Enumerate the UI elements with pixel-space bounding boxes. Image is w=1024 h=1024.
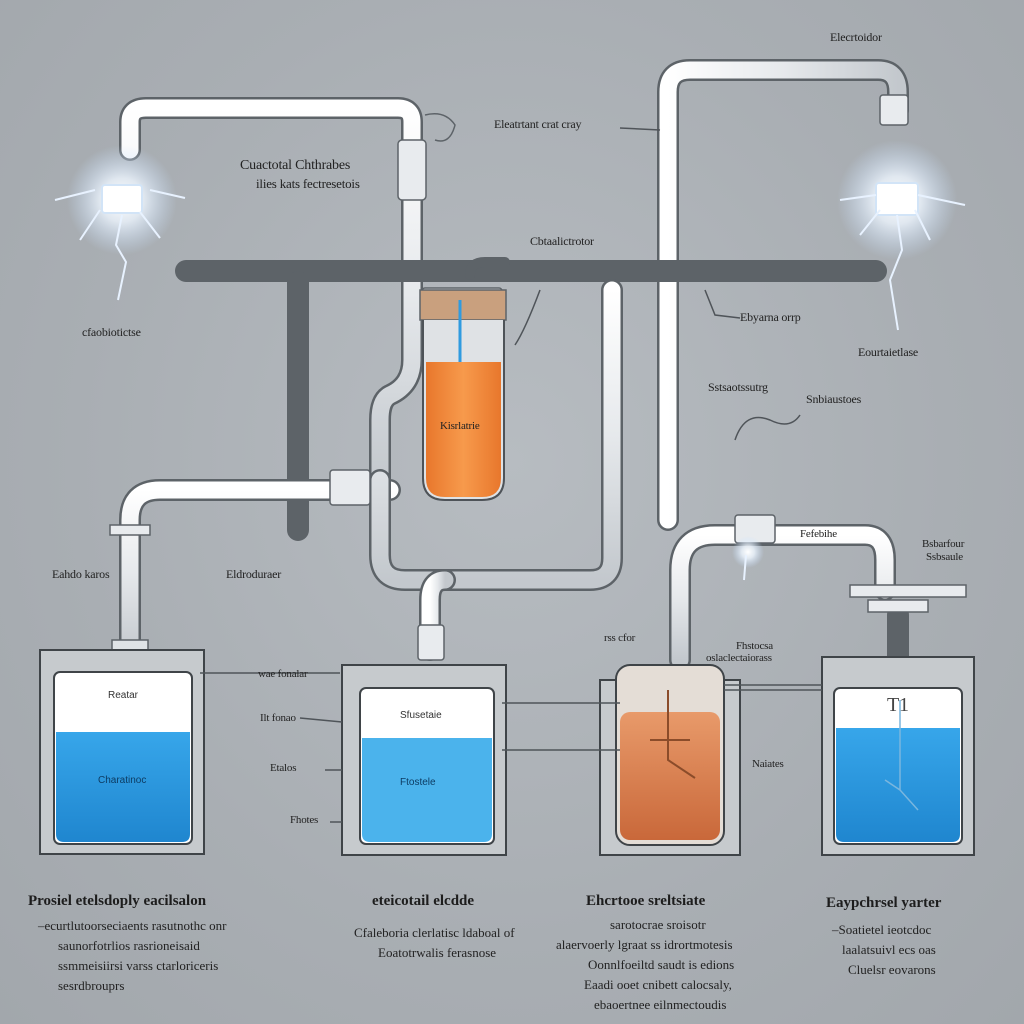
spark-right (837, 140, 966, 331)
caption-3-title: Ehcrtooe sreltsiate (586, 893, 706, 909)
label-top-center-1: Cuactotal Chthrabes (240, 158, 351, 173)
label-right-mid-1: Ebyarna orrp (740, 310, 801, 324)
caption-4-title: Eaypchrsel yarter (826, 895, 942, 911)
tank-1 (39, 649, 205, 855)
caption-3-line-3: Oonnlfoeiltd saudt is edions (588, 957, 735, 972)
spark-small (732, 536, 764, 581)
label-left-spark: cfaobiotictse (82, 325, 141, 339)
label-t3-top-2: Fhstocsa (736, 640, 773, 652)
tank-1-lower-label: Charatinoc (98, 775, 147, 786)
label-orange-tank: Kisrlatrie (440, 420, 480, 432)
caption-1-title: Prosiel etelsdoply eacilsalon (28, 893, 207, 909)
label-mid-2: Snbiaustoes (806, 392, 862, 406)
label-center-top: Cbtaalictrotor (530, 234, 594, 248)
caption-1-line-1: –ecurtlutoorseciaents rasutnothc onr (38, 918, 227, 933)
label-mid-left: Eldroduraer (226, 567, 282, 581)
label-t2-side-1: Ilt fonao (260, 712, 296, 724)
label-t3-top-3: oslaclectaiorass (706, 652, 772, 664)
caption-1-line-3: ssmmeisiirsi varss ctarloriceris (58, 958, 219, 973)
tank-2-upper-label: Sfusetaie (400, 710, 442, 721)
tank-1-upper-label: Reatar (108, 690, 139, 701)
caption-2-title: eteicotail elcdde (372, 893, 475, 909)
tank-4 (821, 656, 975, 856)
caption-3-line-1: sarotocrae sroisotr (610, 917, 706, 932)
label-far-right-1: Bsbarfour (922, 538, 965, 550)
caption-2-line-1: Cfaleboria clerlatisc ldaboal of (354, 925, 515, 940)
label-t3-side: Naiates (752, 758, 784, 770)
caption-3-line-2: alaervoerly lgraat ss idrortmotesis (556, 937, 733, 952)
label-top-right: Elecrtoidor (830, 30, 882, 44)
caption-1-line-2: saunorfotrlios rasrioneisaid (58, 938, 200, 953)
connector-lines (200, 127, 822, 823)
caption-4-line-2: laalatsuivl ecs oas (842, 942, 936, 957)
tank-3 (599, 664, 741, 856)
label-t4-top: T1 (887, 694, 909, 716)
caption-3-line-5: ebaoertnee eilnmectoudis (594, 997, 727, 1012)
label-left-pipe: Eahdo karos (52, 567, 110, 581)
tank-2 (341, 664, 507, 856)
spark-left (54, 145, 186, 301)
caption-3-line-4: Eaadi ooet cnibett calocsaly, (584, 977, 732, 992)
pipe-network (119, 59, 909, 676)
orange-beaker (419, 289, 507, 501)
label-t2-side-3: Fhotes (290, 814, 319, 826)
caption-4-line-1: –Soatietel ieotcdoc (832, 922, 932, 937)
label-t2-pointer: wae fonalar (258, 668, 308, 680)
caption-2-line-2: Eoatotrwalis ferasnose (378, 945, 497, 960)
label-top-center-2: ilies kats fectresetois (256, 176, 360, 191)
label-right-mid-2: Eourtaietlase (858, 345, 919, 359)
label-top-right-pipe: Eleatrtant crat cray (494, 117, 582, 131)
label-far-right-2: Ssbsaule (926, 551, 963, 563)
label-t2-side-2: Etalos (270, 762, 297, 774)
label-t3-top-1: rss cfor (604, 632, 636, 644)
label-right-top-pipe: Fefebihe (800, 528, 837, 540)
tank-2-lower-label: Ftostele (400, 777, 436, 788)
caption-1-line-4: sesrdbrouprs (58, 978, 125, 993)
label-mid-1: Sstsaotssutrg (708, 380, 768, 394)
caption-4-line-3: Cluelsr eovarons (848, 962, 936, 977)
